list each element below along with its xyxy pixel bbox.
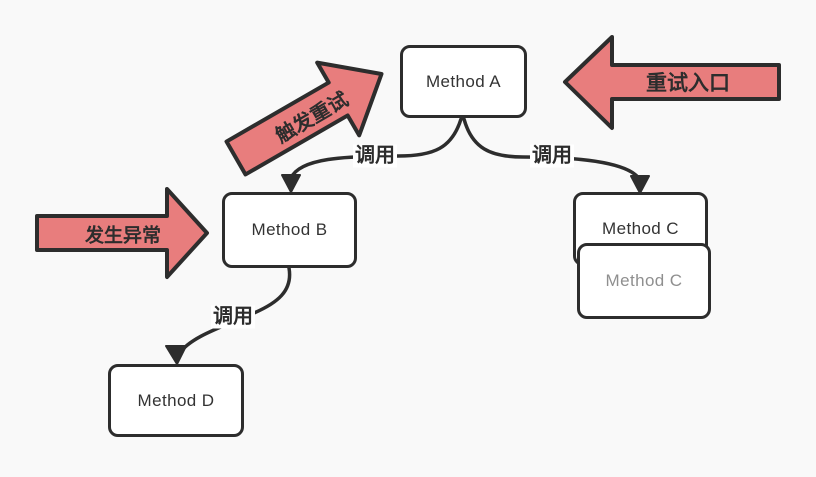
retry-entry-banner-label: 重试入口 <box>646 72 730 95</box>
edge-a-to-b-arrowhead-icon <box>281 174 301 193</box>
trigger-retry-arrow-icon <box>224 60 384 177</box>
edge-a-to-c <box>462 117 650 194</box>
edge-a-to-c-line <box>462 117 642 182</box>
exception-banner-label: 发生异常 <box>84 225 162 247</box>
edge-b-to-d-arrowhead-icon <box>165 345 187 365</box>
node-method-b: Method B <box>222 192 357 268</box>
node-method-c-front: Method C <box>577 243 711 319</box>
node-method-c-front-label: Method C <box>605 271 683 290</box>
node-method-a: Method A <box>400 45 527 118</box>
node-method-d-label: Method D <box>137 390 215 410</box>
node-method-c-back-label: Method C <box>602 219 679 238</box>
edge-a-to-b <box>281 117 463 193</box>
edge-label-call-a-c: 调用 <box>530 144 574 168</box>
edge-a-to-b-line <box>289 117 463 180</box>
node-method-d: Method D <box>108 364 244 437</box>
edge-a-to-c-arrowhead-icon <box>630 175 650 194</box>
node-method-a-label: Method A <box>425 71 502 91</box>
edge-label-call-b-d: 调用 <box>211 305 255 329</box>
edge-label-call-a-b: 调用 <box>353 144 397 168</box>
exception-arrow-shape <box>35 187 209 279</box>
retry-entry-arrow-shape <box>563 35 781 130</box>
trigger-retry-arrow-shape <box>224 60 384 177</box>
node-method-b-label: Method B <box>251 220 328 239</box>
exception-arrow-icon <box>35 187 209 279</box>
retry-entry-arrow-icon <box>563 35 781 130</box>
